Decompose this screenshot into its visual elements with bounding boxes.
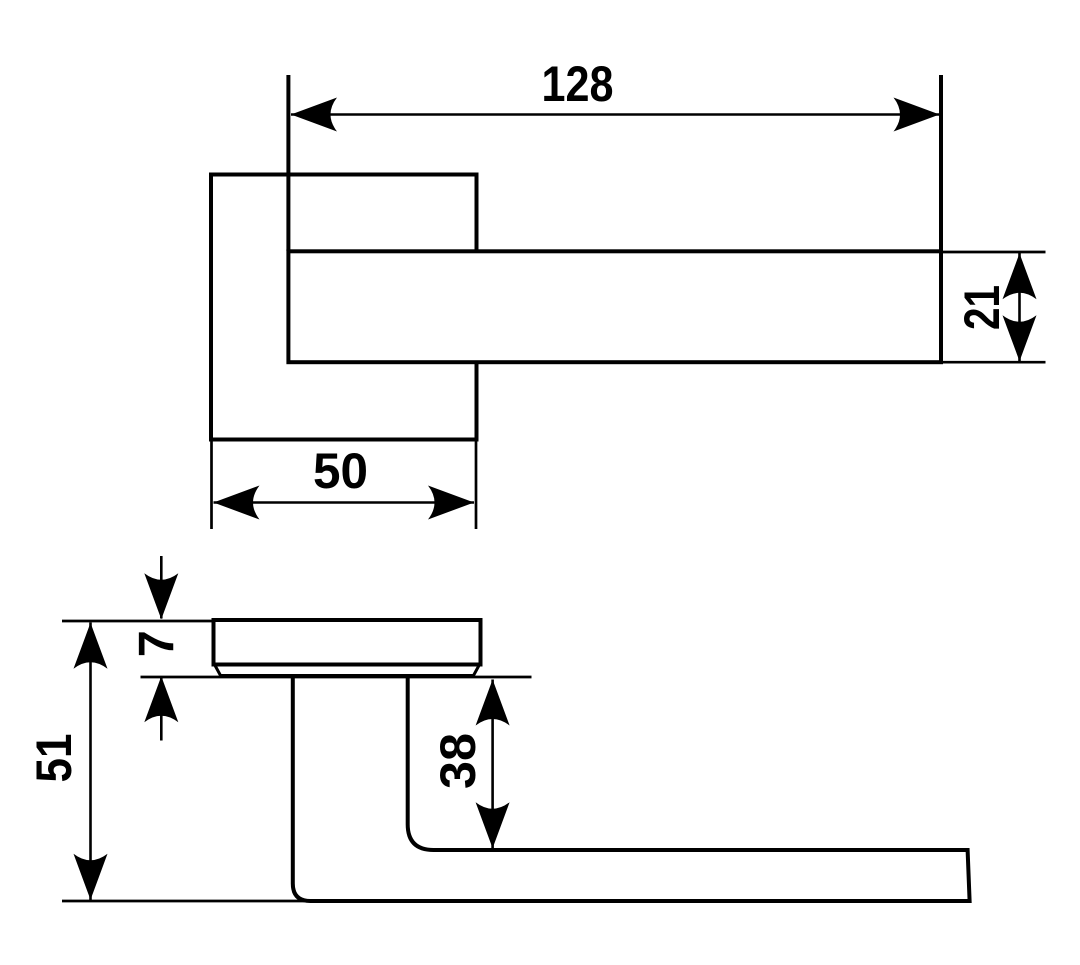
svg-text:38: 38 bbox=[430, 733, 486, 789]
svg-text:50: 50 bbox=[313, 443, 368, 499]
svg-text:21: 21 bbox=[954, 285, 1010, 330]
svg-text:128: 128 bbox=[542, 56, 614, 112]
svg-text:7: 7 bbox=[129, 630, 185, 657]
svg-text:51: 51 bbox=[26, 734, 82, 783]
